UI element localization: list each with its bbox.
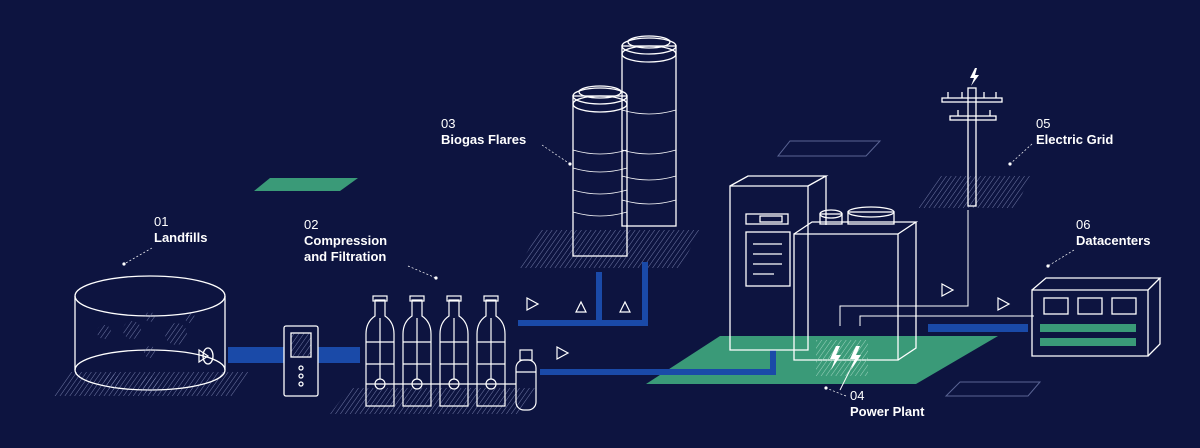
leader-dots [122,162,1050,390]
landfill-waste-spots [97,312,195,394]
vessel-cap [409,295,425,302]
stage-name: Electric Grid [1036,132,1114,147]
label-compression-filtration: 02 Compression and Filtration [304,217,387,265]
label-biogas-flares: 03 Biogas Flares [441,116,526,148]
grid-hatch-pad [918,176,1030,208]
floor-tile-outline [944,381,1042,397]
floor-tile-green [254,178,358,191]
stage-name: Datacenters [1076,233,1151,248]
filtration-vessels [365,295,516,407]
lightning-bolt-icon [970,68,979,86]
stage-name: Power Plant [850,404,925,419]
server-bar-green [1040,338,1136,346]
stage-name: Landfills [154,230,208,245]
biogas-flare-stacks [572,35,677,257]
power-plant [729,175,919,361]
vessel-cap [483,295,499,302]
vessel-cap [446,295,462,302]
flow-arrow-icon [575,300,587,313]
gas-cylinder [515,349,537,411]
stage-name-line2: and Filtration [304,249,387,264]
filtration-vessel [476,299,506,407]
flow-arrow-icon [526,296,540,312]
stage-name: Biogas Flares [441,132,527,147]
filtration-vessel [365,299,395,407]
filtration-vessel [439,299,469,407]
compressor-unit [283,325,319,397]
flare-hatch-pad [518,230,700,268]
floor-tile-outline [776,140,882,157]
stage-number: 04 [850,388,865,403]
stage-number: 03 [441,116,456,131]
filtration-vessel [402,299,432,407]
label-datacenters: 06 Datacenters [1076,217,1150,249]
flow-arrow-icon [556,345,570,361]
label-electric-grid: 05 Electric Grid [1036,116,1113,148]
stage-number: 05 [1036,116,1051,131]
label-landfills: 01 Landfills [154,214,207,246]
stage-number: 02 [304,217,319,232]
filtration-hatch-pad [330,388,538,414]
lightning-bolt-icon [830,346,861,370]
stage-number: 01 [154,214,169,229]
stage-name: Compression [304,233,388,248]
datacenter-rack [1031,277,1162,357]
label-power-plant: 04 Power Plant [850,388,924,420]
flow-arrow-icon [619,300,631,313]
flare-stack-bands [572,109,677,217]
electric-grid-pole [941,87,1003,207]
stage-number: 06 [1076,217,1091,232]
label-leader-lines [123,143,1075,397]
flow-arrow-icon [198,348,210,364]
server-bar-green [1040,324,1136,332]
power-output-panel [816,340,868,376]
flow-arrow-icon [997,296,1011,312]
flow-arrows [526,282,1011,361]
vessel-cap [372,295,388,302]
flow-arrow-icon [941,282,955,298]
blue-pipes [228,262,1028,375]
